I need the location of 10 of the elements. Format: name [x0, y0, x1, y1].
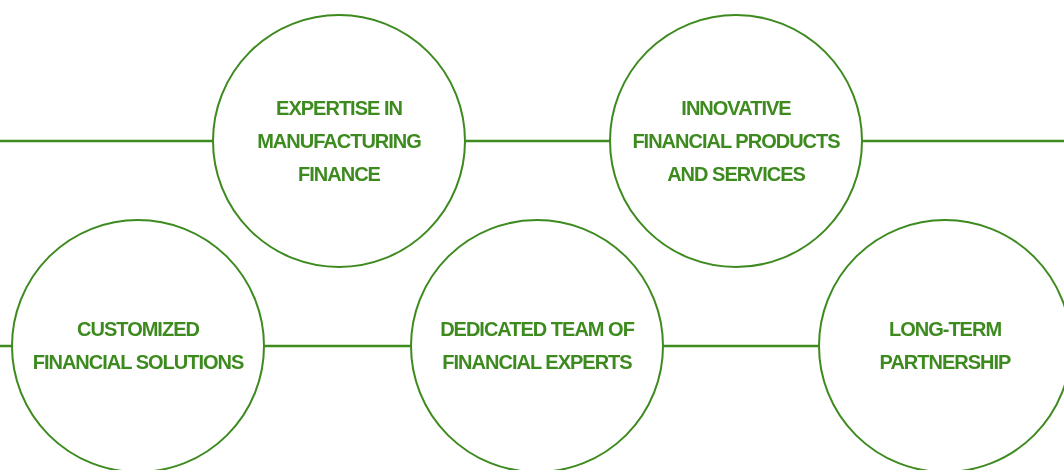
node-label: DEDICATED TEAM OF FINANCIAL EXPERTS [439, 317, 636, 375]
connector-line [664, 344, 818, 348]
connector-line [265, 344, 410, 348]
node-label: CUSTOMIZED FINANCIAL SOLUTIONS [32, 317, 244, 375]
node-label: EXPERTISE IN MANUFACTURING FINANCE [256, 95, 422, 187]
connector-line [0, 139, 212, 143]
connector-line [863, 139, 1064, 143]
connector-line [466, 139, 609, 143]
node-label: LONG-TERM PARTNERSHIP [878, 317, 1012, 375]
node-label: INNOVATIVE FINANCIAL PRODUCTS AND SERVICES [631, 95, 841, 187]
